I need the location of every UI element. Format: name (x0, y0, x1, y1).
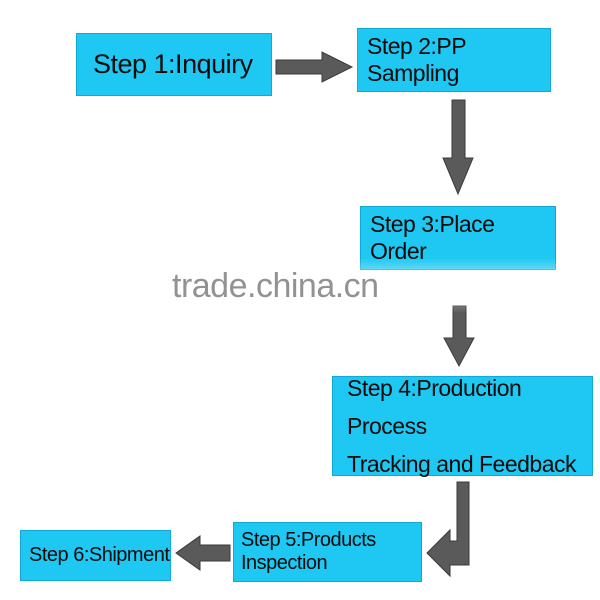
arrow-step4-to-step5 (426, 481, 470, 578)
arrow-step5-to-step6 (175, 535, 231, 571)
step-1-label: Step 1:Inquiry (93, 49, 253, 79)
arrow-step3-to-step4 (443, 305, 475, 368)
watermark-text: trade.china.cn (172, 267, 379, 305)
step-5-box: Step 5:Products Inspection (233, 522, 422, 582)
step-4-label-line-1: Step 4:Production Process (347, 375, 522, 439)
watermark-band (0, 258, 600, 313)
step-2-label: Step 2:PP Sampling (367, 33, 466, 86)
arrow-step1-to-step2 (275, 51, 354, 83)
step-3-label: Step 3:Place Order (370, 211, 495, 264)
step-6-label: Step 6:Shipment (29, 544, 170, 566)
step-4-label-line-2: Tracking and Feedback (347, 451, 577, 477)
step-4-box: Step 4:Production Process Tracking and F… (332, 375, 593, 477)
step-6-box: Step 6:Shipment (20, 530, 171, 581)
step-1-box: Step 1:Inquiry (76, 33, 272, 96)
arrow-step2-to-step3 (442, 99, 474, 196)
step-5-label: Step 5:Products Inspection (241, 529, 376, 574)
step-2-box: Step 2:PP Sampling (357, 28, 551, 92)
